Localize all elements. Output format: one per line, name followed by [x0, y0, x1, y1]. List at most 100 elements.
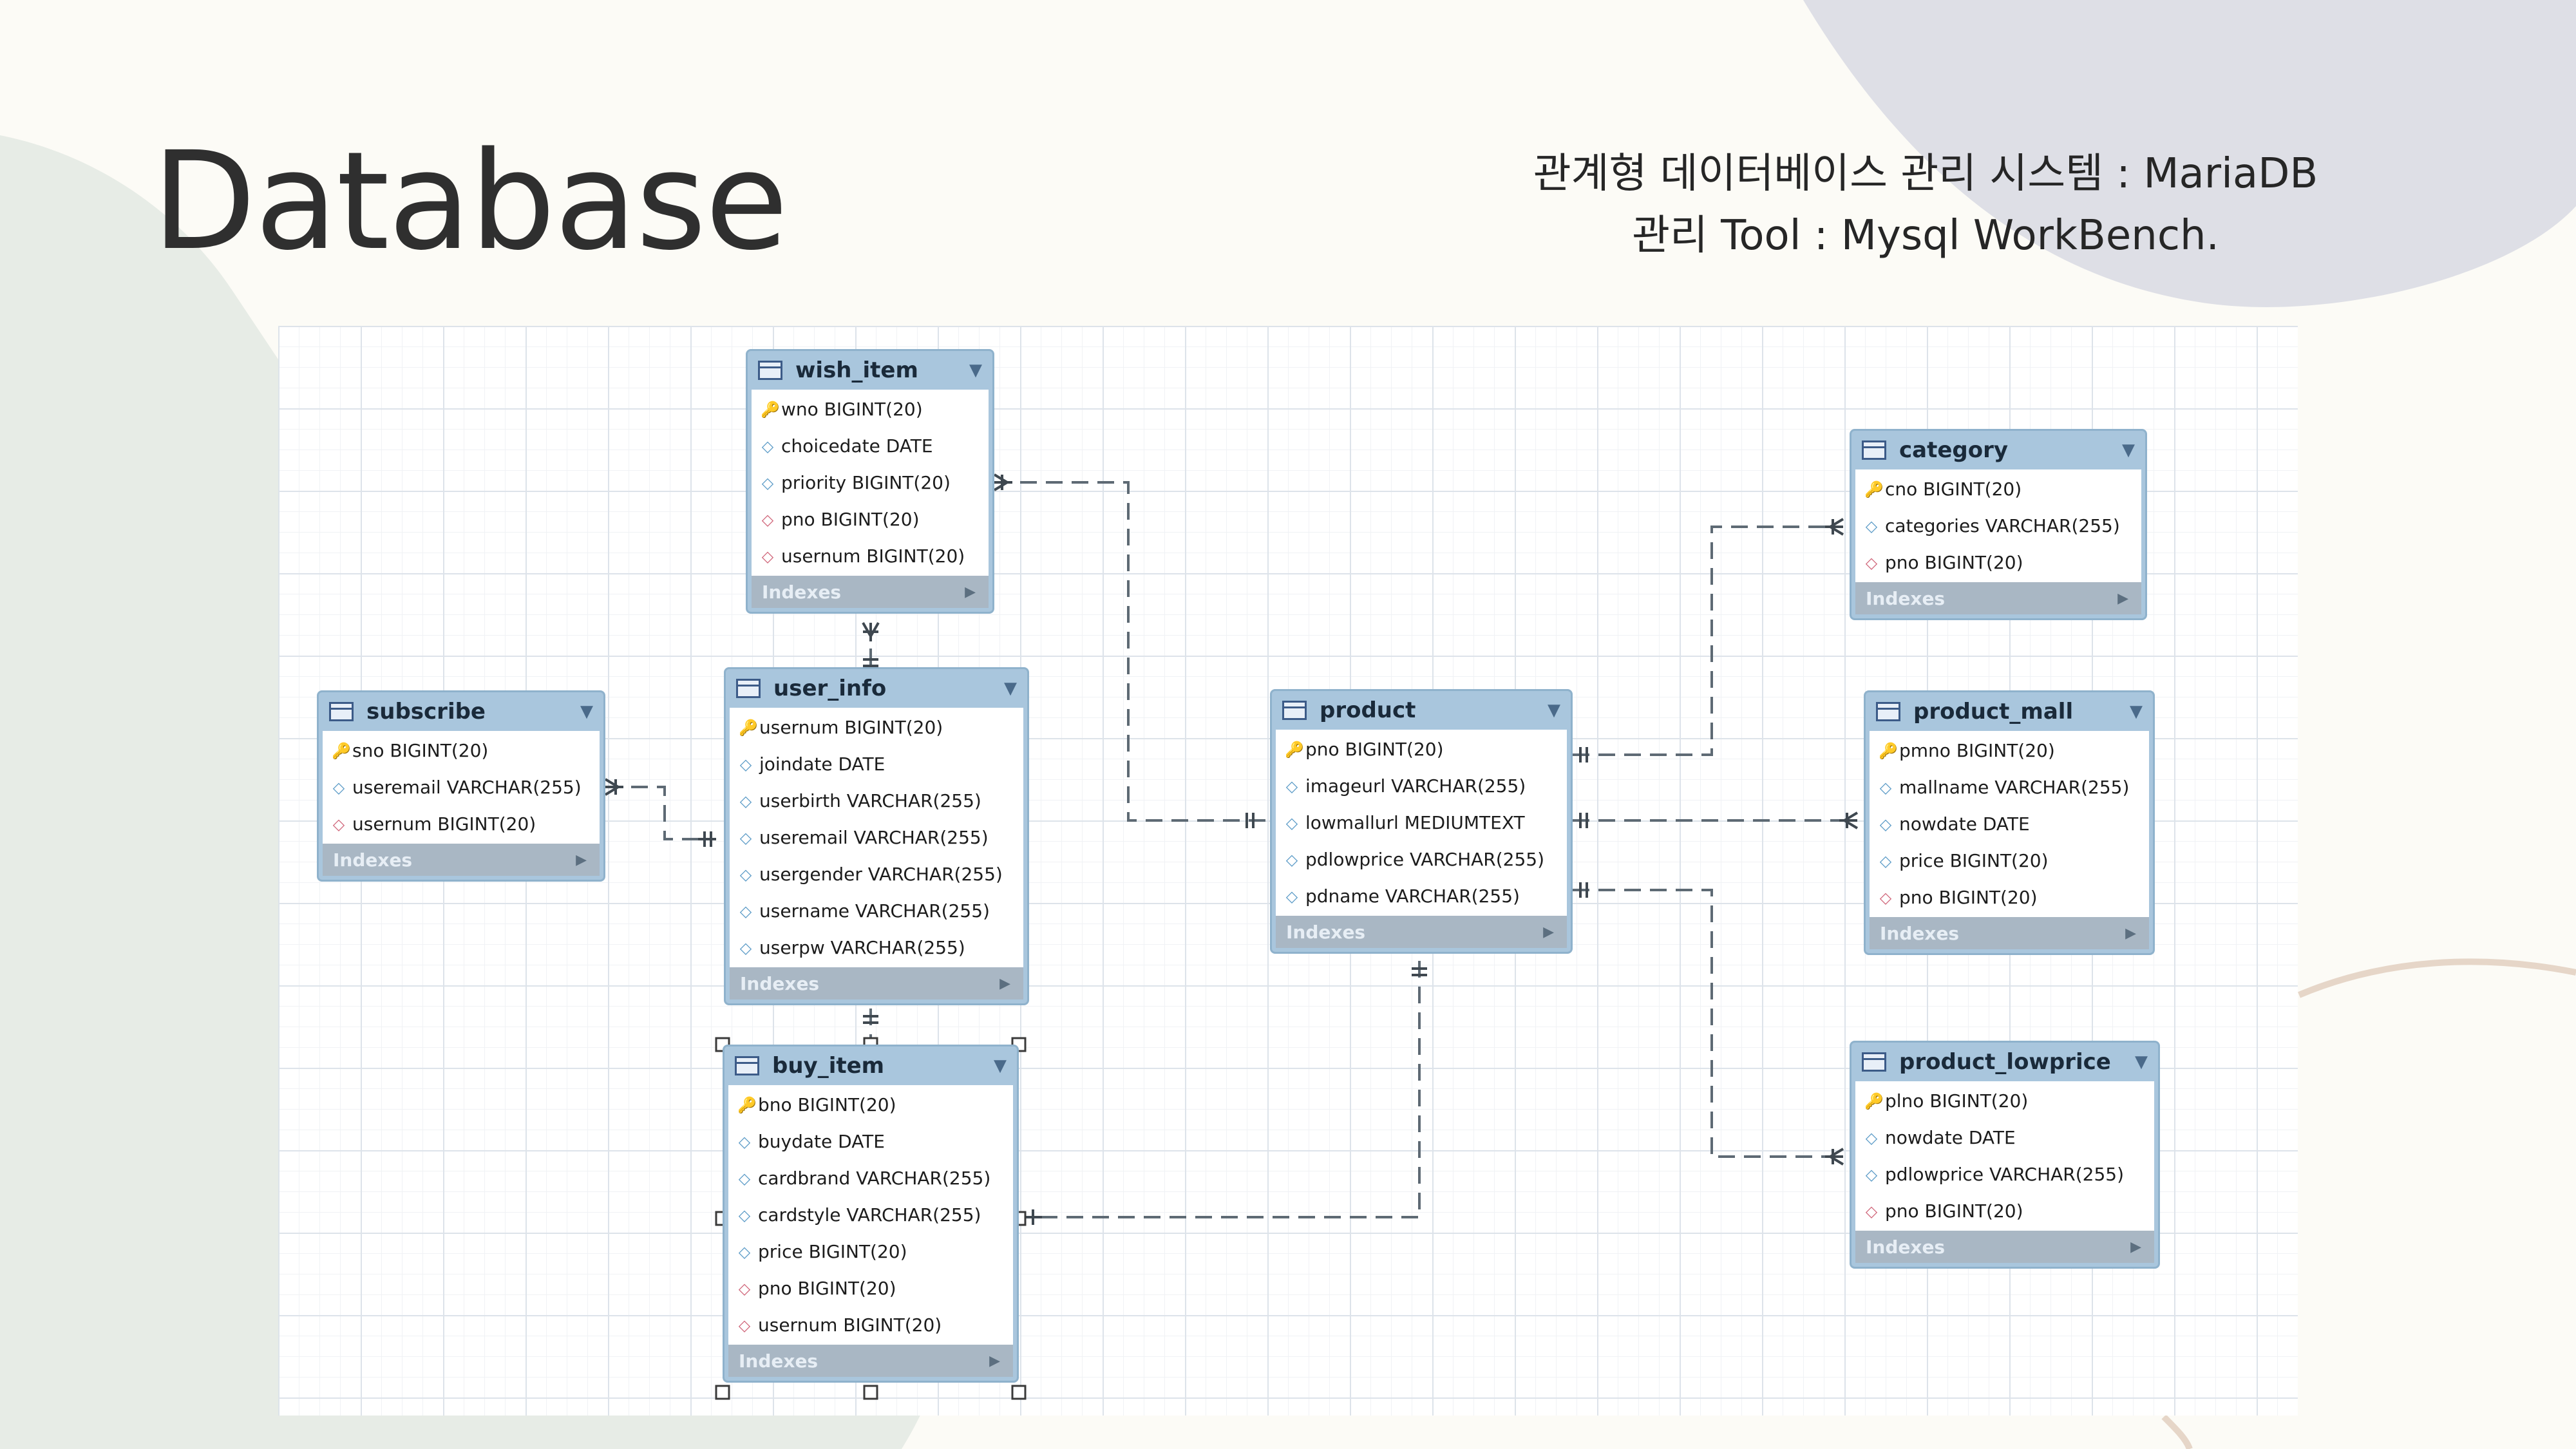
- column-row[interactable]: ◇joindate DATE: [730, 746, 1023, 782]
- column-row[interactable]: ◇pno BIGINT(20): [752, 501, 989, 538]
- column-row[interactable]: ◇categories VARCHAR(255): [1855, 507, 2141, 544]
- indexes-section[interactable]: Indexes ▶: [1276, 916, 1567, 948]
- column-row[interactable]: ◇lowmallurl MEDIUMTEXT: [1276, 804, 1567, 841]
- crowfoot-buy-item: [1024, 1209, 1042, 1225]
- column-row[interactable]: ◇userbirth VARCHAR(255): [730, 782, 1023, 819]
- table-header[interactable]: wish_item▼: [748, 351, 992, 390]
- indexes-label: Indexes: [740, 972, 820, 994]
- column-row[interactable]: 🔑sno BIGINT(20): [323, 732, 600, 769]
- subtitle-tool: 관리 Tool : Mysql WorkBench.: [1632, 212, 2219, 260]
- table-buy-item[interactable]: buy_item▼ 🔑bno BIGINT(20) ◇buydate DATE …: [723, 1045, 1019, 1383]
- column-text: pdlowprice VARCHAR(255): [1885, 1164, 2125, 1185]
- chevron-down-icon[interactable]: ▼: [994, 1056, 1007, 1075]
- table-product-mall[interactable]: product_mall▼ 🔑pmno BIGINT(20) ◇mallname…: [1864, 690, 2155, 955]
- column-row[interactable]: ◇cardstyle VARCHAR(255): [728, 1197, 1013, 1233]
- play-arrow-icon[interactable]: ▶: [989, 1352, 1000, 1369]
- selection-handle[interactable]: [863, 1385, 878, 1400]
- column-row[interactable]: ◇choicedate DATE: [752, 428, 989, 464]
- table-header[interactable]: subscribe▼: [319, 692, 603, 731]
- table-header[interactable]: product▼: [1272, 691, 1571, 730]
- column-row[interactable]: ◇nowdate DATE: [1870, 806, 2149, 842]
- column-row[interactable]: 🔑plno BIGINT(20): [1855, 1083, 2154, 1119]
- column-row[interactable]: ◇usernum BIGINT(20): [728, 1307, 1013, 1343]
- indexes-section[interactable]: Indexes ▶: [730, 967, 1023, 999]
- chevron-down-icon[interactable]: ▼: [580, 702, 593, 721]
- column-row[interactable]: ◇pno BIGINT(20): [1855, 1193, 2154, 1229]
- diamond-icon: ◇: [1879, 851, 1892, 870]
- column-row[interactable]: ◇pno BIGINT(20): [728, 1270, 1013, 1307]
- column-row[interactable]: ◇nowdate DATE: [1855, 1119, 2154, 1156]
- play-arrow-icon[interactable]: ▶: [2125, 925, 2136, 942]
- column-row[interactable]: ◇useremail VARCHAR(255): [730, 819, 1023, 856]
- table-header[interactable]: user_info▼: [726, 669, 1027, 708]
- column-text: priority BIGINT(20): [781, 472, 951, 493]
- diamond-icon: ◇: [1865, 1128, 1878, 1147]
- table-name: buy_item: [772, 1053, 885, 1079]
- chevron-down-icon[interactable]: ▼: [2135, 1052, 2148, 1072]
- play-arrow-icon[interactable]: ▶: [965, 583, 976, 600]
- column-row[interactable]: 🔑bno BIGINT(20): [728, 1086, 1013, 1123]
- column-row[interactable]: 🔑pno BIGINT(20): [1276, 731, 1567, 768]
- column-row[interactable]: 🔑usernum BIGINT(20): [730, 709, 1023, 746]
- key-icon: 🔑: [737, 1095, 757, 1114]
- table-header[interactable]: product_mall▼: [1866, 692, 2153, 731]
- column-row[interactable]: ◇username VARCHAR(255): [730, 893, 1023, 929]
- play-arrow-icon[interactable]: ▶: [1543, 923, 1554, 940]
- table-wish-item[interactable]: wish_item▼ 🔑wno BIGINT(20) ◇choicedate D…: [746, 349, 994, 614]
- column-row[interactable]: ◇mallname VARCHAR(255): [1870, 769, 2149, 806]
- column-row[interactable]: 🔑wno BIGINT(20): [752, 391, 989, 428]
- table-product[interactable]: product▼ 🔑pno BIGINT(20) ◇imageurl VARCH…: [1270, 689, 1573, 954]
- chevron-down-icon[interactable]: ▼: [1548, 701, 1560, 720]
- table-icon: [1862, 1052, 1886, 1072]
- column-row[interactable]: ◇pdname VARCHAR(255): [1276, 878, 1567, 914]
- bar-product-category: [1579, 747, 1588, 762]
- table-header[interactable]: buy_item ▼: [724, 1046, 1017, 1085]
- table-product-lowprice[interactable]: product_lowprice▼ 🔑plno BIGINT(20) ◇nowd…: [1850, 1041, 2160, 1269]
- column-row[interactable]: ◇price BIGINT(20): [1870, 842, 2149, 879]
- bar-product-buy: [1412, 967, 1427, 976]
- play-arrow-icon[interactable]: ▶: [999, 975, 1010, 992]
- column-row[interactable]: ◇pdlowprice VARCHAR(255): [1855, 1156, 2154, 1193]
- table-category[interactable]: category▼ 🔑cno BIGINT(20) ◇categories VA…: [1850, 429, 2147, 620]
- chevron-down-icon[interactable]: ▼: [2130, 702, 2143, 721]
- key-icon: 🔑: [1864, 1092, 1884, 1110]
- column-row[interactable]: 🔑cno BIGINT(20): [1855, 471, 2141, 507]
- selection-handle[interactable]: [1011, 1385, 1027, 1400]
- selection-handle[interactable]: [715, 1385, 730, 1400]
- indexes-section[interactable]: Indexes▶: [323, 844, 600, 876]
- indexes-section[interactable]: Indexes▶: [1870, 917, 2149, 949]
- column-row[interactable]: ◇pno BIGINT(20): [1870, 879, 2149, 916]
- diamond-icon: ◇: [332, 778, 345, 797]
- column-row[interactable]: ◇priority BIGINT(20): [752, 464, 989, 501]
- relation-subscribe-user-info: [605, 786, 716, 840]
- bar-user-info-buy: [863, 1015, 878, 1024]
- column-row[interactable]: ◇buydate DATE: [728, 1123, 1013, 1160]
- indexes-label: Indexes: [1286, 921, 1366, 943]
- column-row[interactable]: ◇cardbrand VARCHAR(255): [728, 1160, 1013, 1197]
- table-subscribe[interactable]: subscribe▼ 🔑sno BIGINT(20) ◇useremail VA…: [317, 690, 605, 882]
- column-row[interactable]: ◇userpw VARCHAR(255): [730, 929, 1023, 966]
- column-row[interactable]: 🔑pmno BIGINT(20): [1870, 732, 2149, 769]
- chevron-down-icon[interactable]: ▼: [1004, 679, 1017, 698]
- play-arrow-icon[interactable]: ▶: [2130, 1238, 2141, 1255]
- indexes-section[interactable]: Indexes▶: [752, 576, 989, 608]
- column-row[interactable]: ◇usergender VARCHAR(255): [730, 856, 1023, 893]
- column-row[interactable]: ◇pdlowprice VARCHAR(255): [1276, 841, 1567, 878]
- column-list: 🔑cno BIGINT(20) ◇categories VARCHAR(255)…: [1855, 469, 2141, 582]
- table-header[interactable]: category▼: [1852, 431, 2145, 469]
- column-row[interactable]: ◇usernum BIGINT(20): [752, 538, 989, 574]
- column-row[interactable]: ◇pno BIGINT(20): [1855, 544, 2141, 581]
- table-header[interactable]: product_lowprice▼: [1852, 1043, 2158, 1081]
- play-arrow-icon[interactable]: ▶: [576, 851, 587, 868]
- indexes-section[interactable]: Indexes▶: [1855, 582, 2141, 614]
- column-row[interactable]: ◇useremail VARCHAR(255): [323, 769, 600, 806]
- column-row[interactable]: ◇price BIGINT(20): [728, 1233, 1013, 1270]
- indexes-section[interactable]: Indexes▶: [1855, 1231, 2154, 1263]
- column-row[interactable]: ◇usernum BIGINT(20): [323, 806, 600, 842]
- chevron-down-icon[interactable]: ▼: [969, 361, 982, 380]
- table-user-info[interactable]: user_info▼ 🔑usernum BIGINT(20) ◇joindate…: [724, 667, 1029, 1005]
- column-row[interactable]: ◇imageurl VARCHAR(255): [1276, 768, 1567, 804]
- play-arrow-icon[interactable]: ▶: [2117, 590, 2128, 607]
- indexes-section[interactable]: Indexes▶: [728, 1345, 1013, 1377]
- chevron-down-icon[interactable]: ▼: [2122, 440, 2135, 460]
